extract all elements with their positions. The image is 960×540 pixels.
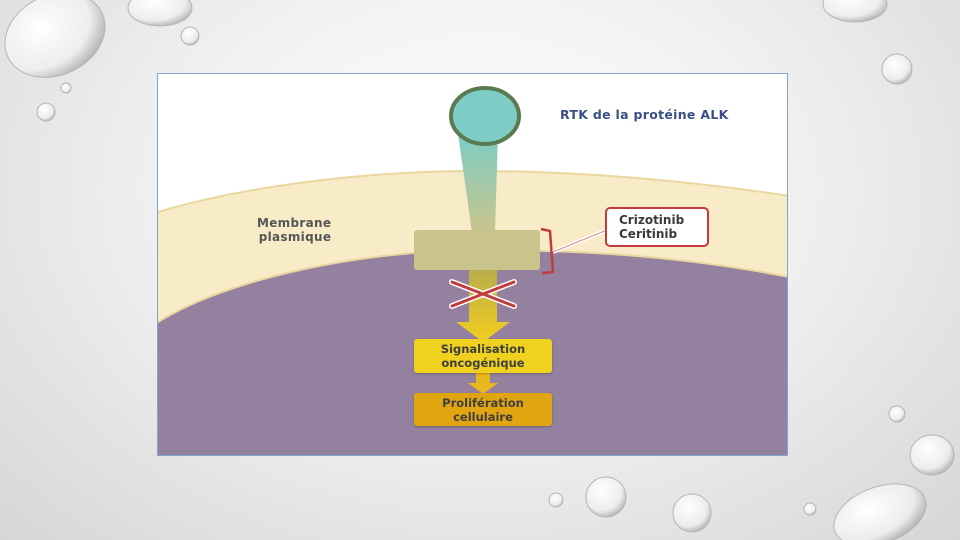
inhibitor-box: Crizotinib Ceritinib bbox=[605, 207, 709, 247]
inhibitor-crizotinib: Crizotinib bbox=[619, 213, 685, 227]
inhibitor-ceritinib: Ceritinib bbox=[619, 227, 678, 241]
membrane-label: Membrane plasmique bbox=[257, 216, 331, 244]
rtk-alk-label: RTK de la protéine ALK bbox=[560, 107, 729, 122]
proliferation-line1: Prolifération bbox=[442, 396, 524, 410]
membrane-label-line2: plasmique bbox=[258, 230, 332, 244]
inhibitor-bracket bbox=[540, 227, 555, 275]
alk-diagram-frame: RTK de la protéine ALK Membrane plasmiqu… bbox=[157, 73, 788, 456]
cell-proliferation-box: Prolifération cellulaire bbox=[414, 393, 552, 426]
receptor-head bbox=[449, 86, 521, 146]
proliferation-arrow bbox=[468, 373, 498, 394]
proliferation-line2: cellulaire bbox=[453, 410, 513, 424]
receptor-stem bbox=[458, 134, 498, 232]
signaling-line1: Signalisation bbox=[440, 342, 526, 356]
oncogenic-signaling-box: Signalisation oncogénique bbox=[414, 339, 552, 373]
kinase-domain bbox=[414, 230, 540, 270]
membrane-label-line1: Membrane bbox=[257, 216, 332, 230]
signaling-line2: oncogénique bbox=[441, 356, 525, 370]
